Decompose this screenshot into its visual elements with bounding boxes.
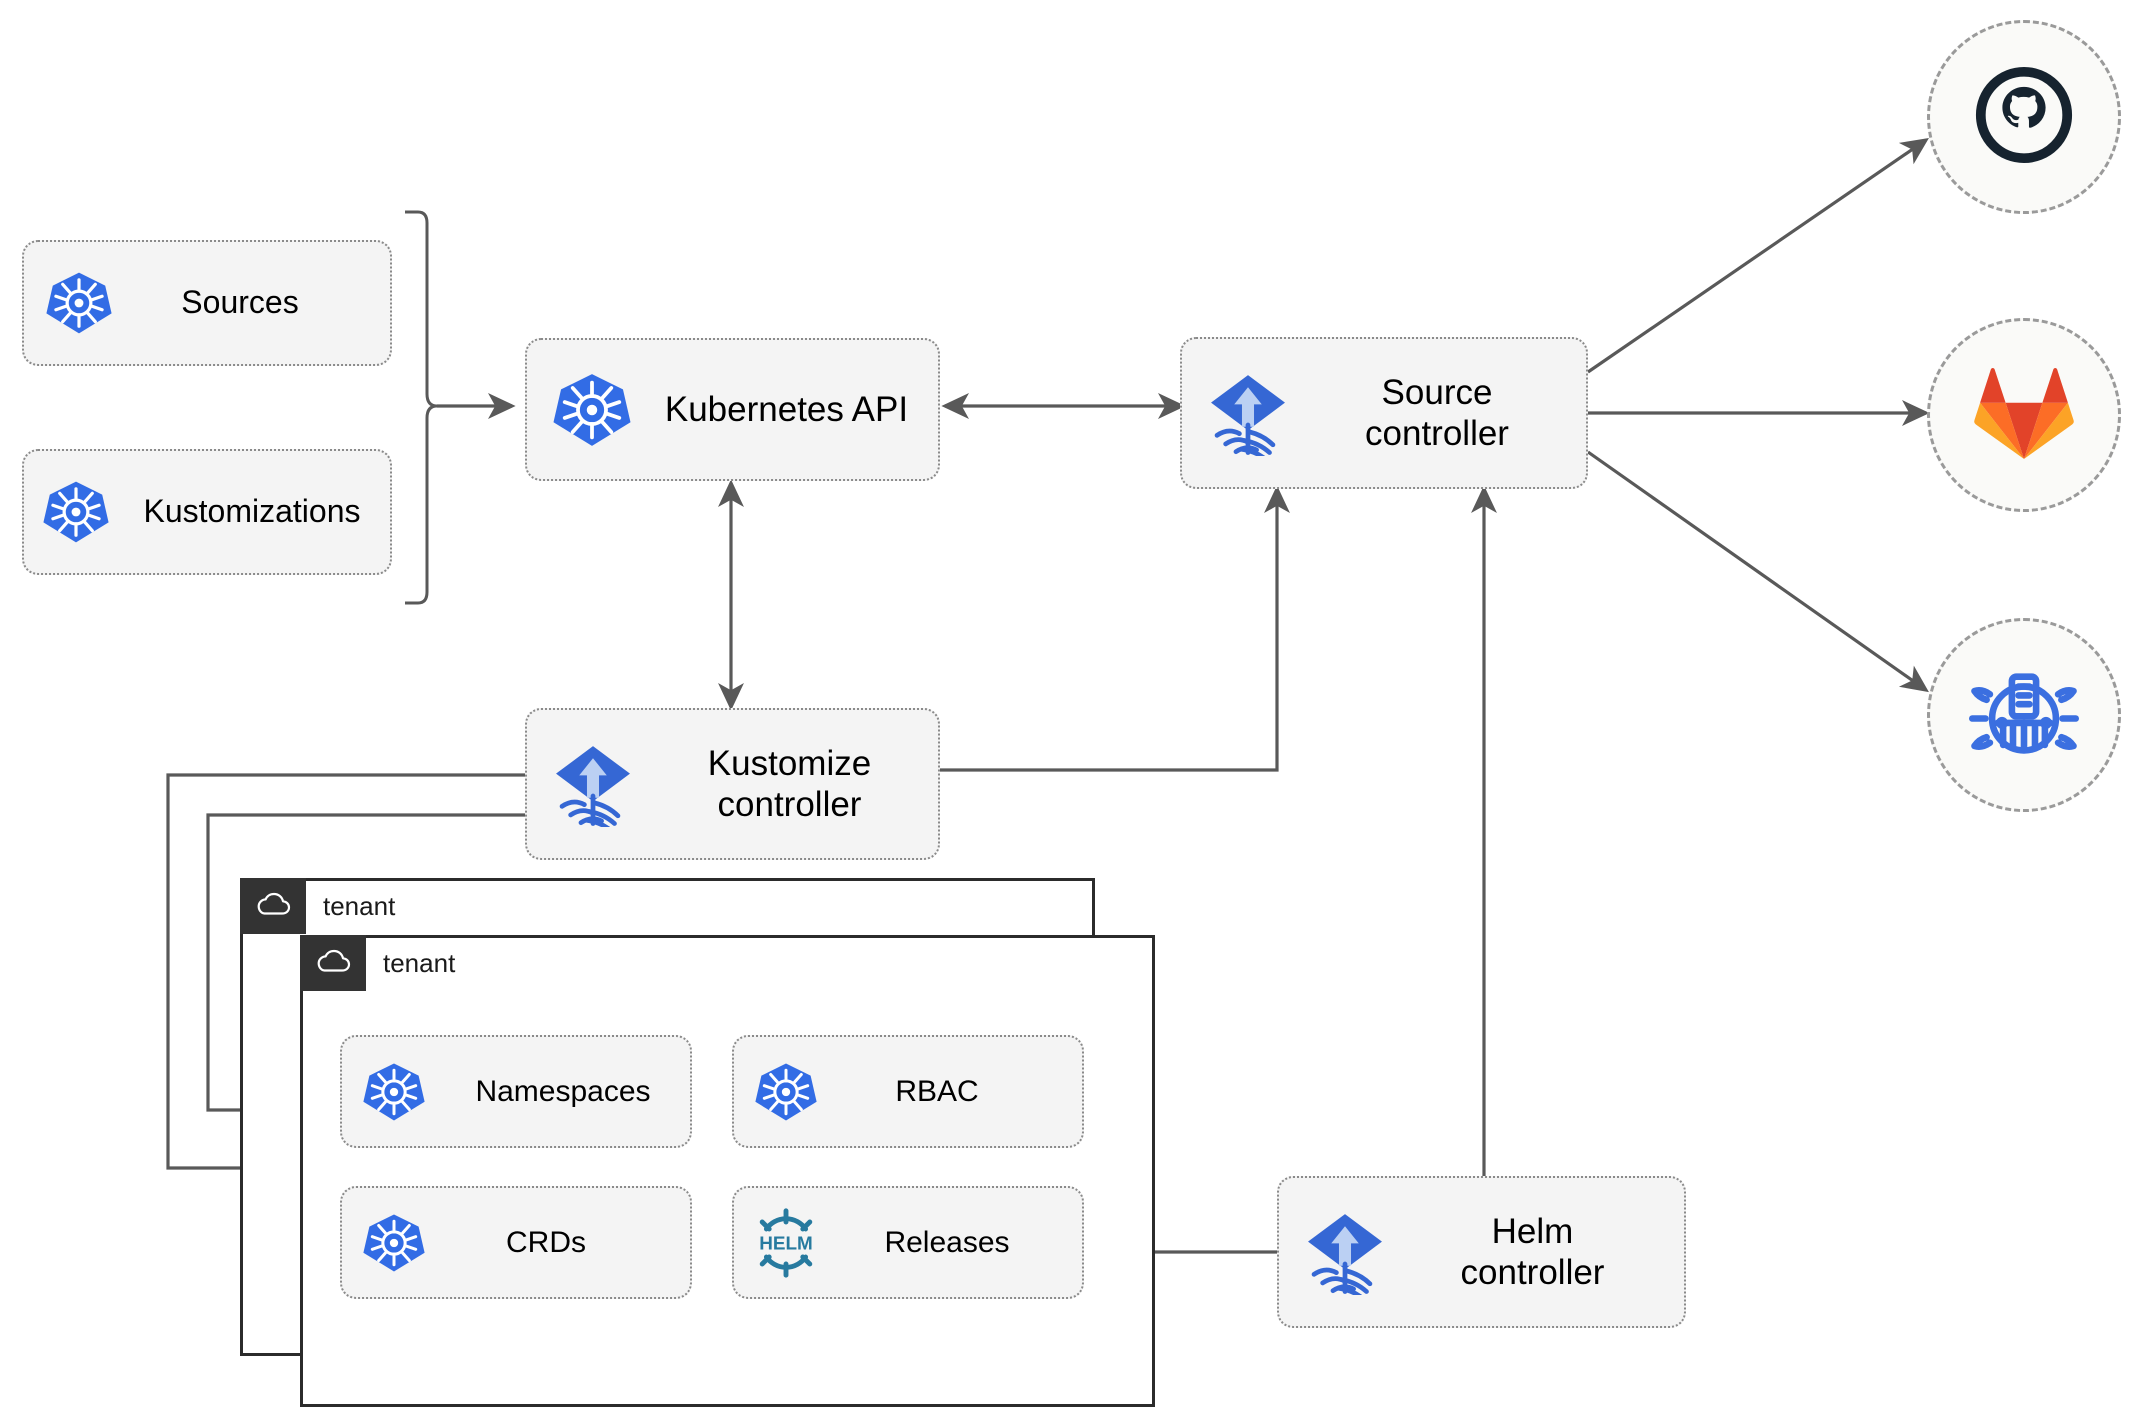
tenant-resource-label: CRDs: [506, 1225, 586, 1259]
node-helm-controller[interactable]: Helm controller: [1277, 1176, 1686, 1328]
provider-github[interactable]: [1927, 20, 2121, 214]
tenant-back-header: [240, 878, 306, 934]
tenant-resource-namespaces[interactable]: Namespaces: [340, 1035, 692, 1148]
svg-text:HELM: HELM: [759, 1233, 813, 1254]
helm-icon: HELM: [734, 1207, 838, 1278]
tenant-window-front: tenant: [300, 935, 1155, 1407]
cloud-icon: [314, 948, 352, 979]
tenant-front-label: tenant: [383, 947, 456, 978]
node-label: Kubernetes API: [664, 389, 909, 429]
node-label: Source controller: [1365, 372, 1509, 453]
resource-label: Sources: [181, 284, 299, 321]
edge-source-bucket: [1587, 450, 1929, 693]
tenant-resource-label: RBAC: [895, 1074, 979, 1108]
provider-bucket[interactable]: [1927, 618, 2121, 812]
flux-icon: [1279, 1209, 1411, 1295]
edge-source-github: [1587, 137, 1929, 374]
node-label: Kustomize controller: [707, 743, 872, 824]
kubernetes-icon: [527, 371, 657, 449]
kubernetes-icon: [342, 1061, 446, 1123]
kubernetes-icon: [24, 270, 134, 336]
tenant-resource-releases[interactable]: HELM Releases: [732, 1186, 1084, 1299]
tenant-back-label: tenant: [323, 890, 396, 921]
node-source-controller[interactable]: Source controller: [1180, 337, 1588, 489]
kubernetes-icon: [24, 479, 128, 545]
tenant-resource-crds[interactable]: CRDs: [340, 1186, 692, 1299]
tenant-resource-label: Namespaces: [475, 1074, 651, 1108]
node-kubernetes-api[interactable]: Kubernetes API: [525, 338, 940, 481]
provider-gitlab[interactable]: [1927, 318, 2121, 512]
github-icon: [1970, 61, 2078, 174]
node-kustomize-controller[interactable]: Kustomize controller: [525, 708, 940, 860]
tenant-front-header: [300, 935, 366, 991]
gitlab-icon: [1972, 365, 2076, 466]
tenant-resource-label: Releases: [884, 1225, 1010, 1259]
flux-icon: [527, 741, 659, 827]
flux-icon: [1182, 370, 1314, 456]
edge-kustomize-source: [940, 485, 1290, 772]
resource-box-kustomizations[interactable]: Kustomizations: [22, 449, 392, 575]
cloud-icon: [254, 891, 292, 922]
resource-label: Kustomizations: [143, 493, 361, 530]
kubernetes-icon: [342, 1212, 446, 1274]
kubernetes-icon: [734, 1061, 838, 1123]
node-label: Helm controller: [1460, 1211, 1605, 1292]
group-bracket: [405, 210, 438, 605]
bucket-icon: [1969, 658, 2079, 773]
tenant-resource-rbac[interactable]: RBAC: [732, 1035, 1084, 1148]
resource-box-sources[interactable]: Sources: [22, 240, 392, 366]
